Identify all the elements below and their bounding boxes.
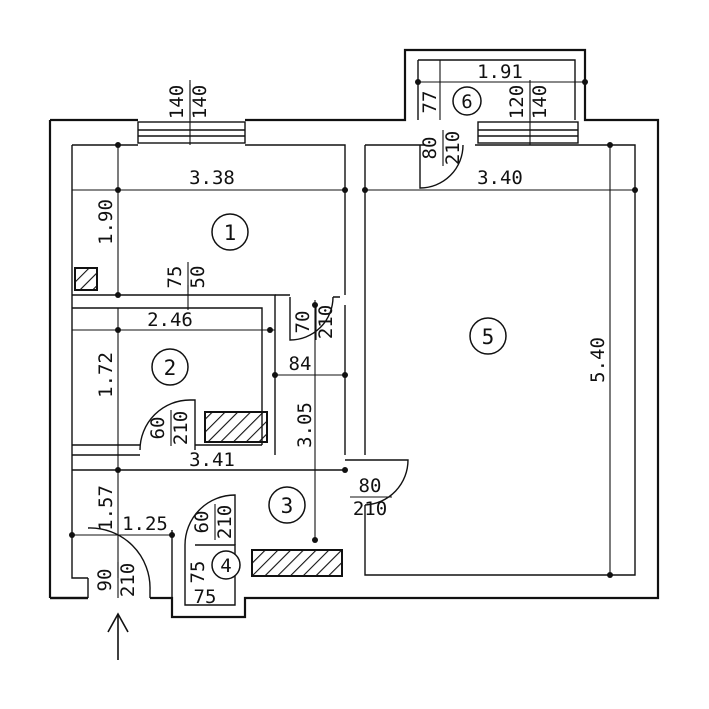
balcony-inner bbox=[417, 59, 576, 120]
door-room5-width: 80 bbox=[359, 475, 382, 497]
ventilation-shaft-room2 bbox=[204, 411, 268, 443]
door-bath[interactable] bbox=[184, 494, 236, 546]
inner-wall-top-room1 bbox=[72, 144, 346, 295]
dim-balcony-depth: 77 bbox=[419, 91, 441, 114]
svg-text:6: 6 bbox=[461, 91, 472, 113]
dim-room5-width: 3.40 bbox=[477, 167, 523, 189]
svg-text:120: 120 bbox=[506, 85, 528, 119]
svg-text:210: 210 bbox=[442, 131, 464, 165]
room-label-4: 4 bbox=[211, 550, 241, 580]
dim-room2-width: 2.46 bbox=[147, 309, 193, 331]
dim-balcony-width: 1.91 bbox=[477, 61, 523, 83]
svg-text:140: 140 bbox=[189, 85, 211, 119]
door-room1-label: 70 210 bbox=[292, 305, 337, 339]
inner-wall-room5 bbox=[364, 144, 636, 576]
svg-text:60: 60 bbox=[191, 511, 213, 534]
room-label-2: 2 bbox=[151, 348, 189, 386]
dim-room5-depth: 5.40 bbox=[587, 337, 609, 383]
door-entry-label: 90 210 bbox=[94, 563, 139, 597]
dim-passage-width: 84 bbox=[289, 353, 312, 375]
inner-wall-room5-left bbox=[344, 145, 366, 455]
svg-text:140: 140 bbox=[166, 85, 188, 119]
fraction-bars bbox=[117, 84, 531, 598]
svg-text:2: 2 bbox=[164, 356, 177, 380]
door-balcony-label: 80 210 bbox=[419, 131, 464, 165]
door-room2-label: 60 210 bbox=[147, 411, 192, 445]
window-room5 bbox=[477, 121, 579, 144]
svg-text:210: 210 bbox=[170, 411, 192, 445]
svg-text:3: 3 bbox=[281, 494, 294, 518]
svg-text:60: 60 bbox=[147, 417, 169, 440]
dim-passage-depth: 3.05 bbox=[294, 402, 316, 448]
svg-text:75: 75 bbox=[164, 266, 186, 289]
dim-bath-depth: 75 bbox=[187, 561, 209, 584]
svg-text:210: 210 bbox=[117, 563, 139, 597]
svg-text:140: 140 bbox=[529, 85, 551, 119]
ventilation-shaft-room1 bbox=[74, 267, 98, 291]
door-entry[interactable] bbox=[87, 527, 151, 598]
dim-entry-width: 1.25 bbox=[122, 513, 168, 535]
door-balcony[interactable] bbox=[419, 144, 464, 189]
svg-text:210: 210 bbox=[214, 505, 236, 539]
door-bath-label: 60 210 bbox=[191, 505, 236, 539]
room-label-6: 6 bbox=[452, 86, 482, 116]
svg-text:50: 50 bbox=[187, 266, 209, 289]
room-label-5: 5 bbox=[469, 317, 507, 355]
svg-text:4: 4 bbox=[220, 555, 231, 577]
dimension-lines bbox=[69, 60, 638, 578]
window-room1 bbox=[137, 121, 246, 144]
door-room2[interactable] bbox=[139, 399, 196, 451]
partition-passage bbox=[275, 294, 365, 461]
svg-text:210: 210 bbox=[315, 305, 337, 339]
inner-wall-left bbox=[71, 145, 88, 579]
svg-text:90: 90 bbox=[94, 569, 116, 592]
door-room1[interactable] bbox=[289, 296, 340, 341]
partition-bath bbox=[171, 530, 236, 606]
dim-room1-depth: 1.90 bbox=[95, 199, 117, 245]
door-room5[interactable] bbox=[364, 459, 409, 506]
door-room5-height: 210 bbox=[353, 498, 387, 520]
svg-text:80: 80 bbox=[419, 137, 441, 160]
door-room1-kitchen-label: 75 50 bbox=[164, 266, 209, 289]
dim-hall-width: 3.41 bbox=[189, 449, 235, 471]
dim-hall-depth: 1.57 bbox=[95, 485, 117, 531]
room-label-3: 3 bbox=[268, 486, 306, 524]
window-room5-label: 120 140 bbox=[506, 85, 551, 119]
window-room1-label: 140 140 bbox=[166, 85, 211, 119]
dim-bath-width: 75 bbox=[194, 586, 217, 608]
dim-room2-depth: 1.72 bbox=[95, 352, 117, 398]
dim-room1-width: 3.38 bbox=[189, 167, 235, 189]
entrance-arrow-icon bbox=[107, 612, 129, 660]
svg-text:5: 5 bbox=[482, 325, 495, 349]
svg-text:70: 70 bbox=[292, 311, 314, 334]
room-label-1: 1 bbox=[211, 213, 249, 251]
ventilation-shaft-hall bbox=[251, 549, 343, 577]
svg-text:1: 1 bbox=[224, 221, 237, 245]
